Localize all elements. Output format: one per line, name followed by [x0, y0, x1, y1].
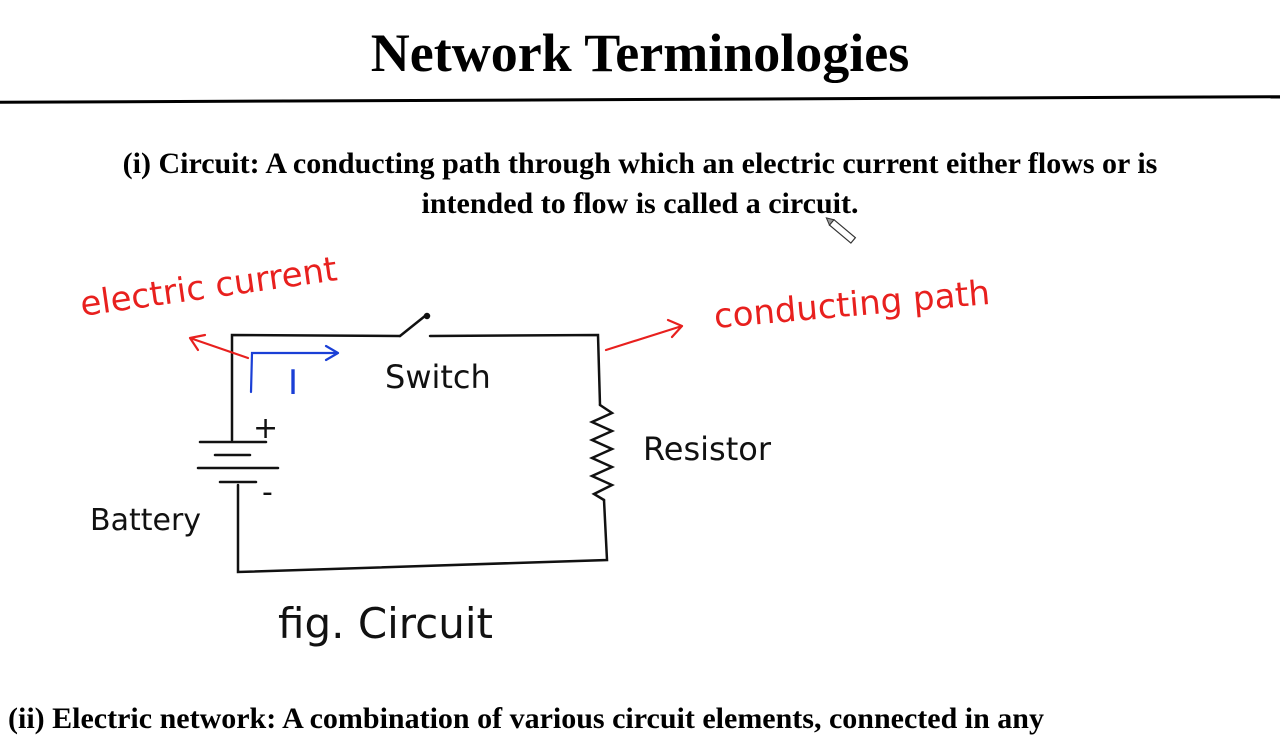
- electric-current-label: electric current: [78, 249, 340, 325]
- path-arrow: [604, 318, 684, 352]
- battery-label: Battery: [90, 503, 201, 538]
- current-arrow: [188, 333, 250, 360]
- pen-cursor-icon: [825, 217, 857, 244]
- current-direction-arrow: [249, 344, 340, 394]
- switch-label: Switch: [385, 358, 491, 396]
- current-symbol: I: [288, 363, 298, 403]
- wire-top-right: [428, 333, 602, 407]
- wire-top-left: [230, 333, 402, 442]
- figure-caption: fig. Circuit: [278, 599, 493, 648]
- slide-title: Network Terminologies: [370, 23, 910, 83]
- minus-sign: -: [262, 475, 273, 510]
- battery-plates: [196, 440, 280, 484]
- wire-right-bottom: [236, 483, 609, 574]
- circuit-definition: (i) Circuit: A conducting path through w…: [0, 144, 1280, 224]
- switch-lever: [398, 314, 427, 338]
- resistor-label: Resistor: [643, 430, 772, 468]
- switch-contact: [423, 312, 431, 320]
- resistor-zigzag: [588, 403, 616, 502]
- definition-line-2: intended to flow is called a circuit.: [421, 187, 859, 220]
- next-definition: (ii) Electric network: A combination of …: [8, 702, 1044, 735]
- circuit-diagram: electric current conducting path I Switc…: [78, 217, 992, 648]
- definition-line-1: (i) Circuit: A conducting path through w…: [122, 147, 1158, 180]
- conducting-path-label: conducting path: [712, 273, 991, 337]
- plus-sign: +: [253, 411, 278, 446]
